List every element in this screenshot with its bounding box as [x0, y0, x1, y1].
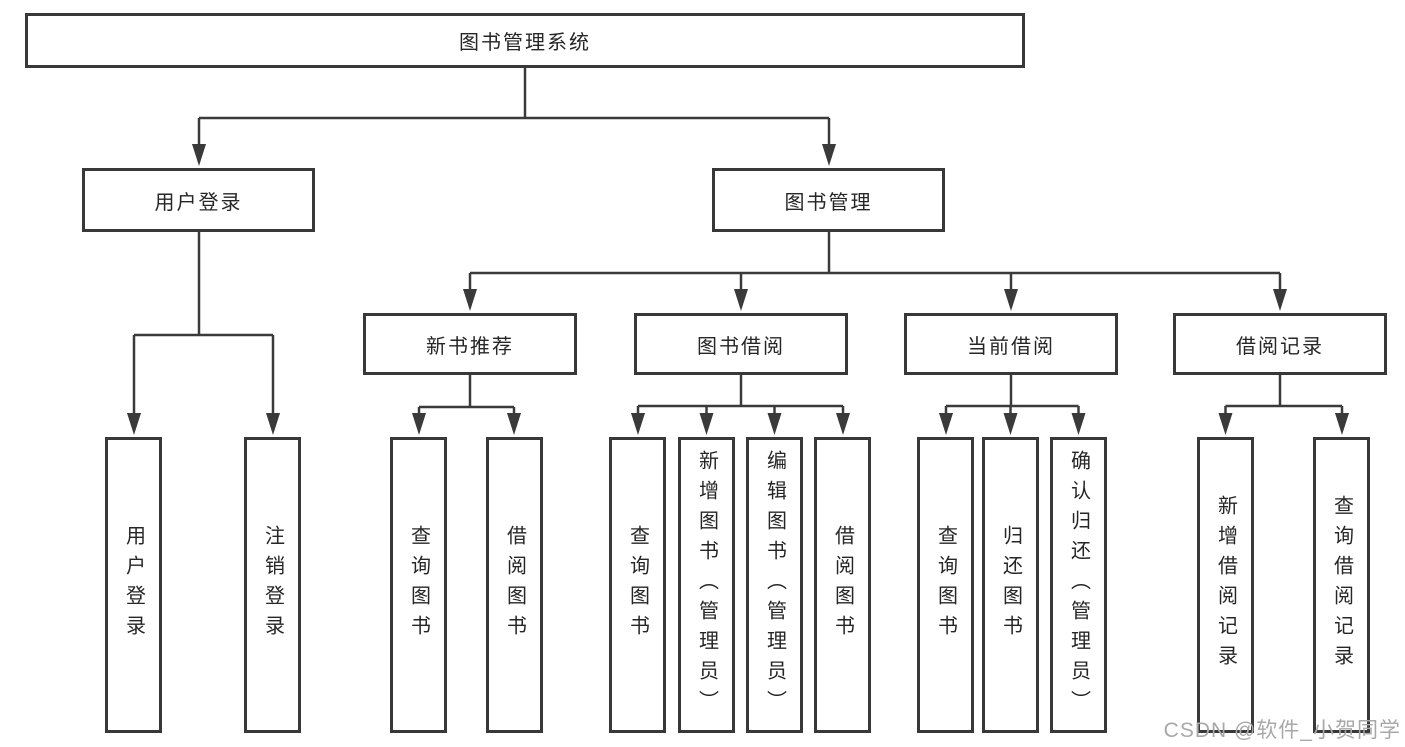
leaf-borrow-query-books: 查询图书: [609, 437, 666, 733]
leaf-borrow-edit-books-admin-label: 编辑图书（管理员）: [763, 450, 786, 720]
leaf-newbook-query-books-label: 查询图书: [407, 525, 430, 645]
leaf-borrow-add-books-admin: 新增图书（管理员）: [678, 437, 735, 733]
leaf-user-login-label: 用户登录: [122, 525, 145, 645]
leaf-current-return-books: 归还图书: [982, 437, 1039, 733]
node-book-borrow-label: 图书借阅: [697, 335, 785, 358]
node-current-borrow: 当前借阅: [904, 313, 1118, 375]
node-borrow-records: 借阅记录: [1173, 313, 1387, 375]
leaf-current-query-books: 查询图书: [917, 437, 974, 733]
node-current-borrow-label: 当前借阅: [967, 335, 1055, 358]
node-borrow-records-label: 借阅记录: [1236, 335, 1324, 358]
leaf-newbook-borrow-books: 借阅图书: [486, 437, 543, 733]
leaf-logout-label: 注销登录: [261, 525, 284, 645]
leaf-newbook-query-books: 查询图书: [390, 437, 447, 733]
node-book-management-branch: 图书管理: [712, 168, 945, 232]
leaf-records-query-record-label: 查询借阅记录: [1330, 495, 1353, 675]
node-root-system-label: 图书管理系统: [459, 32, 591, 54]
node-book-management-branch-label: 图书管理: [784, 191, 873, 214]
node-new-book-recommend-label: 新书推荐: [426, 335, 514, 358]
leaf-borrow-borrow-books-label: 借阅图书: [831, 525, 854, 645]
leaf-current-confirm-return-admin-label: 确认归还（管理员）: [1067, 450, 1090, 720]
leaf-records-add-record-label: 新增借阅记录: [1214, 495, 1237, 675]
node-book-borrow: 图书借阅: [634, 313, 848, 375]
leaf-borrow-edit-books-admin: 编辑图书（管理员）: [746, 437, 803, 733]
node-user-login-branch-label: 用户登录: [154, 191, 243, 214]
leaf-current-return-books-label: 归还图书: [999, 525, 1022, 645]
csdn-watermark: CSDN @软件_小贺同学: [1163, 719, 1401, 742]
node-new-book-recommend: 新书推荐: [363, 313, 577, 375]
leaf-newbook-borrow-books-label: 借阅图书: [503, 525, 526, 645]
node-root-system: 图书管理系统: [25, 13, 1025, 68]
leaf-borrow-add-books-admin-label: 新增图书（管理员）: [695, 450, 718, 720]
leaf-borrow-query-books-label: 查询图书: [626, 525, 649, 645]
leaf-records-query-record: 查询借阅记录: [1313, 437, 1370, 733]
leaf-records-add-record: 新增借阅记录: [1197, 437, 1254, 733]
leaf-borrow-borrow-books: 借阅图书: [814, 437, 871, 733]
arrowhead-icons: [127, 144, 1349, 435]
node-user-login-branch: 用户登录: [82, 168, 315, 232]
leaf-user-login: 用户登录: [105, 437, 162, 733]
leaf-current-confirm-return-admin: 确认归还（管理员）: [1050, 437, 1107, 733]
leaf-current-query-books-label: 查询图书: [934, 525, 957, 645]
leaf-logout: 注销登录: [244, 437, 301, 733]
